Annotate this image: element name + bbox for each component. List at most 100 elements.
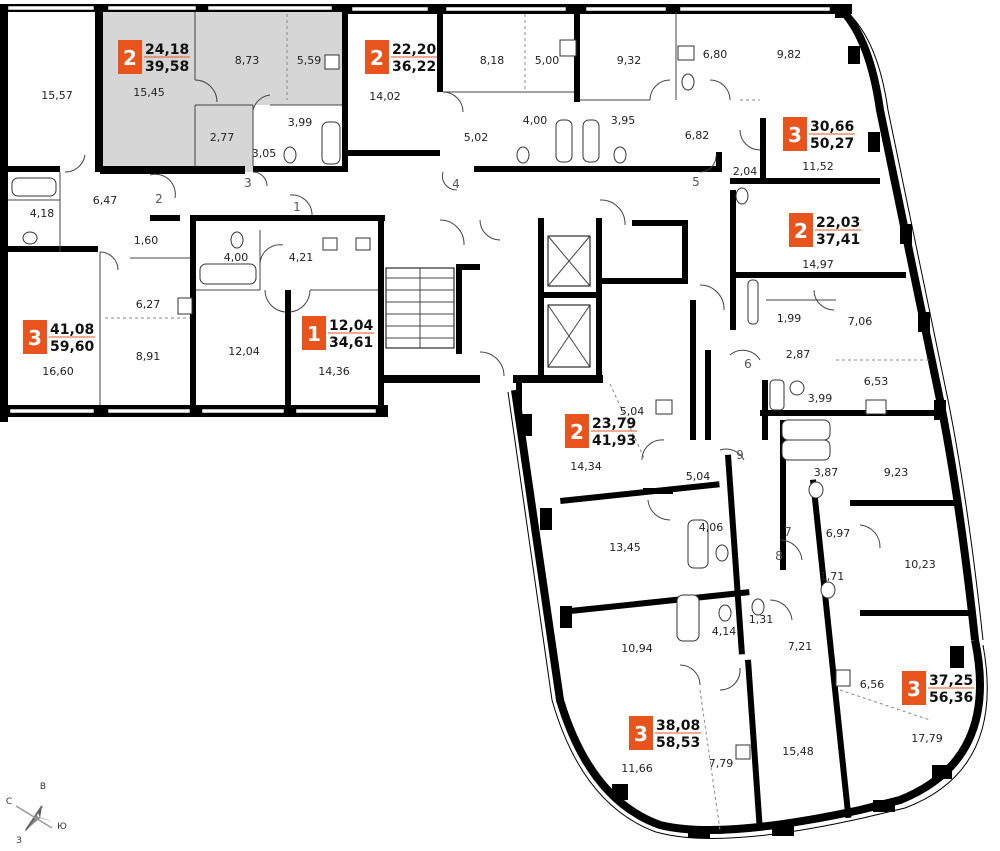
room-count-box xyxy=(902,671,926,705)
room-area-label: 5,00 xyxy=(535,54,560,67)
room-area-label: 1,71 xyxy=(820,570,845,583)
room-count: 2 xyxy=(123,46,137,70)
stairwell xyxy=(385,267,455,349)
door-swings xyxy=(64,79,881,691)
room-count: 3 xyxy=(788,123,802,147)
entrance-number: 3 xyxy=(244,176,252,190)
room-area-label: 2,04 xyxy=(733,165,758,178)
room-count: 2 xyxy=(570,420,584,444)
total-area: 58,53 xyxy=(656,735,700,751)
room-count-box xyxy=(365,40,389,74)
room-area-label: 6,56 xyxy=(860,678,885,691)
room-area-label: 4,00 xyxy=(224,251,249,264)
entrance-number: 6 xyxy=(744,357,752,371)
room-area-label: 7,79 xyxy=(709,757,734,770)
living-area: 30,66 xyxy=(810,119,854,135)
room-area-label: 7,06 xyxy=(848,315,873,328)
room-area-label: 4,21 xyxy=(289,251,314,264)
room-area-label: 14,34 xyxy=(570,460,602,473)
living-area: 23,79 xyxy=(592,416,636,432)
entrance-number: 5 xyxy=(692,175,700,189)
room-area-label: 5,02 xyxy=(464,131,489,144)
room-area-label: 6,80 xyxy=(703,48,728,61)
living-area: 38,08 xyxy=(656,718,700,734)
room-area-label: 1,99 xyxy=(777,312,802,325)
room-area-label: 4,00 xyxy=(523,114,548,127)
room-area-label: 6,53 xyxy=(864,375,889,388)
room-area-label: 3,99 xyxy=(288,116,313,129)
entrance-number: 2 xyxy=(155,192,163,206)
entrance-number: 7 xyxy=(784,525,792,539)
compass-west: С xyxy=(6,797,12,807)
room-area-label: 6,97 xyxy=(826,527,851,540)
living-area: 41,08 xyxy=(50,322,94,338)
room-area-label: 4,06 xyxy=(699,521,724,534)
total-area: 50,27 xyxy=(810,136,854,152)
entrance-number: 4 xyxy=(452,177,460,191)
total-area: 41,93 xyxy=(592,433,636,449)
living-area: 24,18 xyxy=(145,42,189,58)
room-area-label: 3,95 xyxy=(611,114,636,127)
room-area-label: 5,04 xyxy=(620,405,645,418)
room-area-label: 14,36 xyxy=(318,365,350,378)
entrance-number: 1 xyxy=(293,200,301,214)
room-area-label: 9,32 xyxy=(617,54,642,67)
room-area-label: 15,57 xyxy=(41,89,73,102)
total-area: 36,22 xyxy=(392,59,436,75)
room-count-box xyxy=(118,40,142,74)
room-count-box xyxy=(789,213,813,247)
living-area: 22,03 xyxy=(816,215,860,231)
room-count-box xyxy=(783,117,807,151)
room-area-label: 5,59 xyxy=(297,54,322,67)
elevator-shafts xyxy=(547,235,591,368)
room-area-label: 14,02 xyxy=(369,90,401,103)
room-area-label: 8,73 xyxy=(235,54,260,67)
compass-east: В xyxy=(40,782,46,792)
selected-apartment-fill[interactable] xyxy=(100,12,342,172)
compass-rose: С В Ю З xyxy=(6,782,67,846)
total-area: 37,41 xyxy=(816,232,860,248)
interior-walls xyxy=(0,12,970,830)
room-area-label: 3,99 xyxy=(808,392,833,405)
room-area-label: 6,27 xyxy=(136,298,161,311)
living-area: 12,04 xyxy=(329,318,374,334)
living-area: 37,25 xyxy=(929,673,973,689)
room-area-label: 9,82 xyxy=(777,48,802,61)
room-count: 1 xyxy=(307,322,321,346)
total-area: 56,36 xyxy=(929,690,973,706)
room-count: 3 xyxy=(28,326,42,350)
room-area-label: 12,04 xyxy=(228,345,260,358)
room-area-label: 14,97 xyxy=(802,258,834,271)
room-area-label: 11,52 xyxy=(802,160,834,173)
bathroom-fixtures xyxy=(11,39,887,760)
room-area-label: 7,21 xyxy=(788,640,813,653)
room-area-label: 1,60 xyxy=(134,234,159,247)
compass-south: Ю xyxy=(57,822,67,832)
total-area: 34,61 xyxy=(329,335,373,351)
room-area-label: 17,79 xyxy=(911,732,943,745)
room-area-label: 16,60 xyxy=(42,365,74,378)
room-area-label: 15,48 xyxy=(782,745,814,758)
room-area-label: 10,94 xyxy=(621,642,653,655)
room-area-label: 5,04 xyxy=(686,470,711,483)
room-area-label: 11,66 xyxy=(621,762,653,775)
room-area-label: 2,77 xyxy=(210,131,235,144)
room-count-box xyxy=(23,320,47,354)
room-area-label: 4,14 xyxy=(712,625,737,638)
room-count-box xyxy=(565,414,589,448)
room-area-label: 9,23 xyxy=(884,466,909,479)
entrance-number: 9 xyxy=(736,448,744,462)
